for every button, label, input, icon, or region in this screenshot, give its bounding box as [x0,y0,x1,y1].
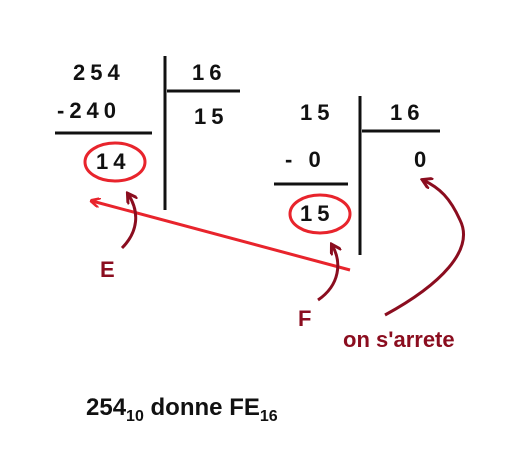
division2-remainder: 15 [300,201,335,226]
division2-quotient: 0 [414,147,432,172]
division1-remainder: 14 [96,149,131,174]
division1-product: -240 [57,98,122,123]
result-to-base: 16 [259,408,278,425]
division2-dividend: 15 [300,100,335,125]
division2-divisor: 16 [390,100,425,125]
result-from-base: 10 [126,408,144,425]
remainder2-circle [288,193,352,235]
result-hex: FE [229,394,260,421]
arrow-to-e [120,194,136,250]
result-number: 254 [86,394,127,421]
label-f: F [298,306,312,331]
remainder1-circle [83,141,147,183]
arrow-stop [384,180,465,317]
division1-divisor: 16 [192,60,227,85]
arrow-to-f [317,245,338,302]
division1-quotient: 15 [194,104,229,129]
division1-dividend: 254 [73,60,125,85]
conversion-result: 25410 donne FE16 [86,394,278,426]
stop-note: on s'arrete [343,327,455,352]
result-word: donne [150,394,223,421]
division2-product: - 0 [285,147,326,172]
label-e: E [100,257,115,282]
